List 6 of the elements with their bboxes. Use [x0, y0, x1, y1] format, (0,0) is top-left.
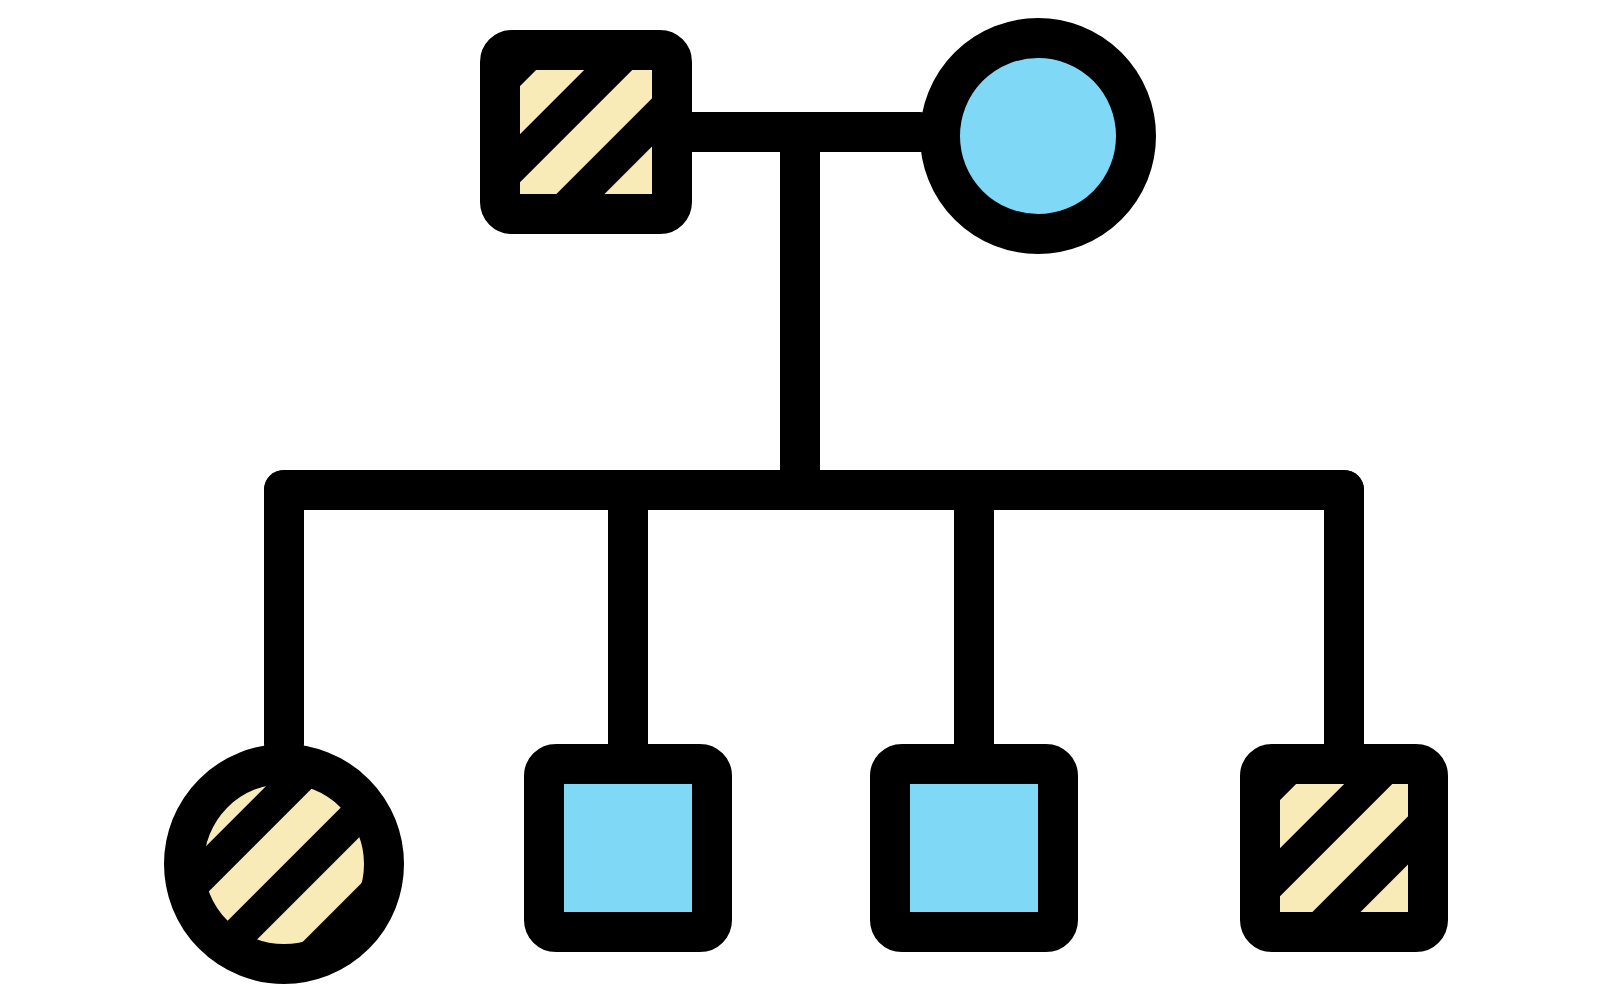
striped-male-square-symbol: [480, 30, 692, 234]
male-square-symbol: [870, 744, 1078, 952]
striped-female-circle-symbol: [164, 744, 404, 984]
male-square-symbol: [524, 744, 732, 952]
female-circle-symbol: [920, 18, 1156, 254]
striped-male-square-symbol: [1240, 744, 1448, 952]
